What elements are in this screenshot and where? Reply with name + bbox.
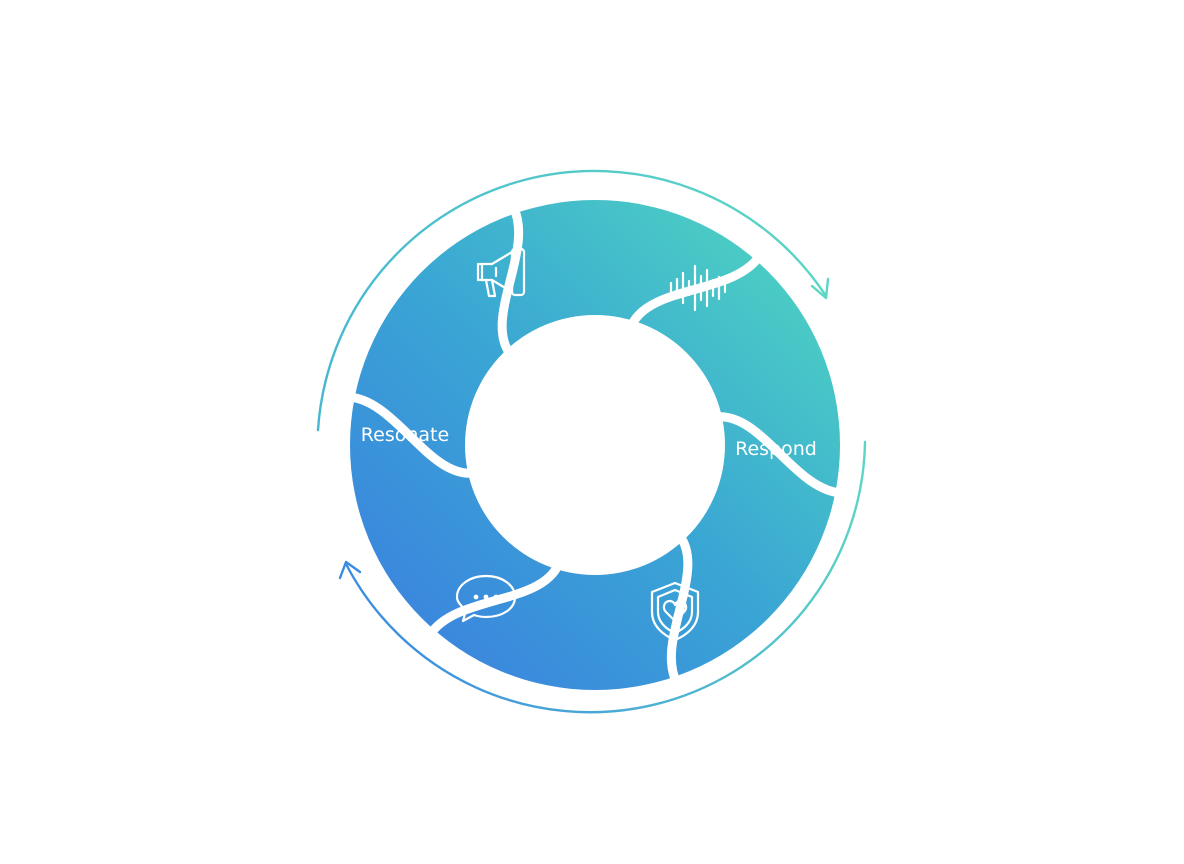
arrowhead-top-icon	[810, 277, 830, 300]
cycle-arrows	[316, 169, 867, 714]
megaphone-icon	[476, 247, 526, 298]
ring-segments	[350, 200, 840, 690]
sound-wave-icon	[669, 264, 727, 312]
arrowhead-bottom-icon	[338, 560, 362, 580]
shield-heart-icon	[650, 581, 700, 642]
segment-label-respond: Respond	[735, 438, 817, 460]
cycle-arrow-top	[316, 169, 828, 432]
ring	[350, 200, 840, 690]
segment-label-resonate: Resonate	[361, 424, 449, 446]
chat-bubble-icon	[455, 574, 517, 623]
cycle-arrow-bottom	[344, 440, 867, 714]
